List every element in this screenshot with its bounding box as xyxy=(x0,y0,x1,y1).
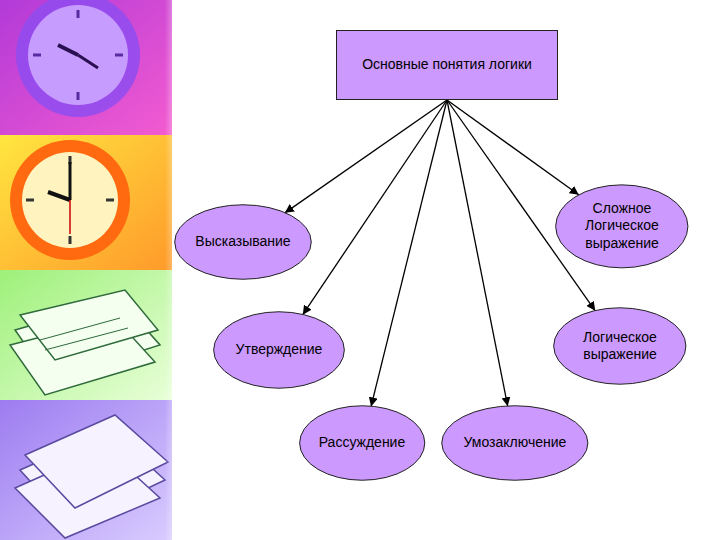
concept-label: Рассуждение xyxy=(319,434,405,451)
arrow-connector xyxy=(447,100,579,195)
concept-label: Сложное Логическое выражение xyxy=(576,200,668,251)
text-holder: Сложное Логическое выражение xyxy=(576,200,668,251)
concept-label: Логическое выражение xyxy=(574,329,666,363)
concept-ellipse: Высказывание xyxy=(174,204,312,280)
arrow-connector xyxy=(447,100,508,406)
text-holder: Высказывание xyxy=(195,233,290,250)
concept-ellipse: Утверждение xyxy=(213,311,345,389)
concept-label: Умозаключение xyxy=(464,434,567,451)
text-holder: Основные понятия логики xyxy=(362,56,532,73)
text-holder: Рассуждение xyxy=(319,434,405,451)
arrow-connector xyxy=(303,100,447,315)
concept-label: Высказывание xyxy=(195,233,290,250)
concept-ellipse: Умозаключение xyxy=(441,405,589,481)
title-box: Основные понятия логики xyxy=(336,30,558,100)
arrow-connector xyxy=(371,100,447,406)
concept-ellipse: Сложное Логическое выражение xyxy=(555,184,689,269)
title-text: Основные понятия логики xyxy=(362,56,532,73)
decorative-strip xyxy=(0,0,190,540)
text-holder: Логическое выражение xyxy=(574,329,666,363)
concept-label: Утверждение xyxy=(236,341,323,358)
concept-ellipse: Логическое выражение xyxy=(553,307,687,385)
text-holder: Утверждение xyxy=(236,341,323,358)
concept-ellipse: Рассуждение xyxy=(299,405,425,481)
text-holder: Умозаключение xyxy=(464,434,567,451)
